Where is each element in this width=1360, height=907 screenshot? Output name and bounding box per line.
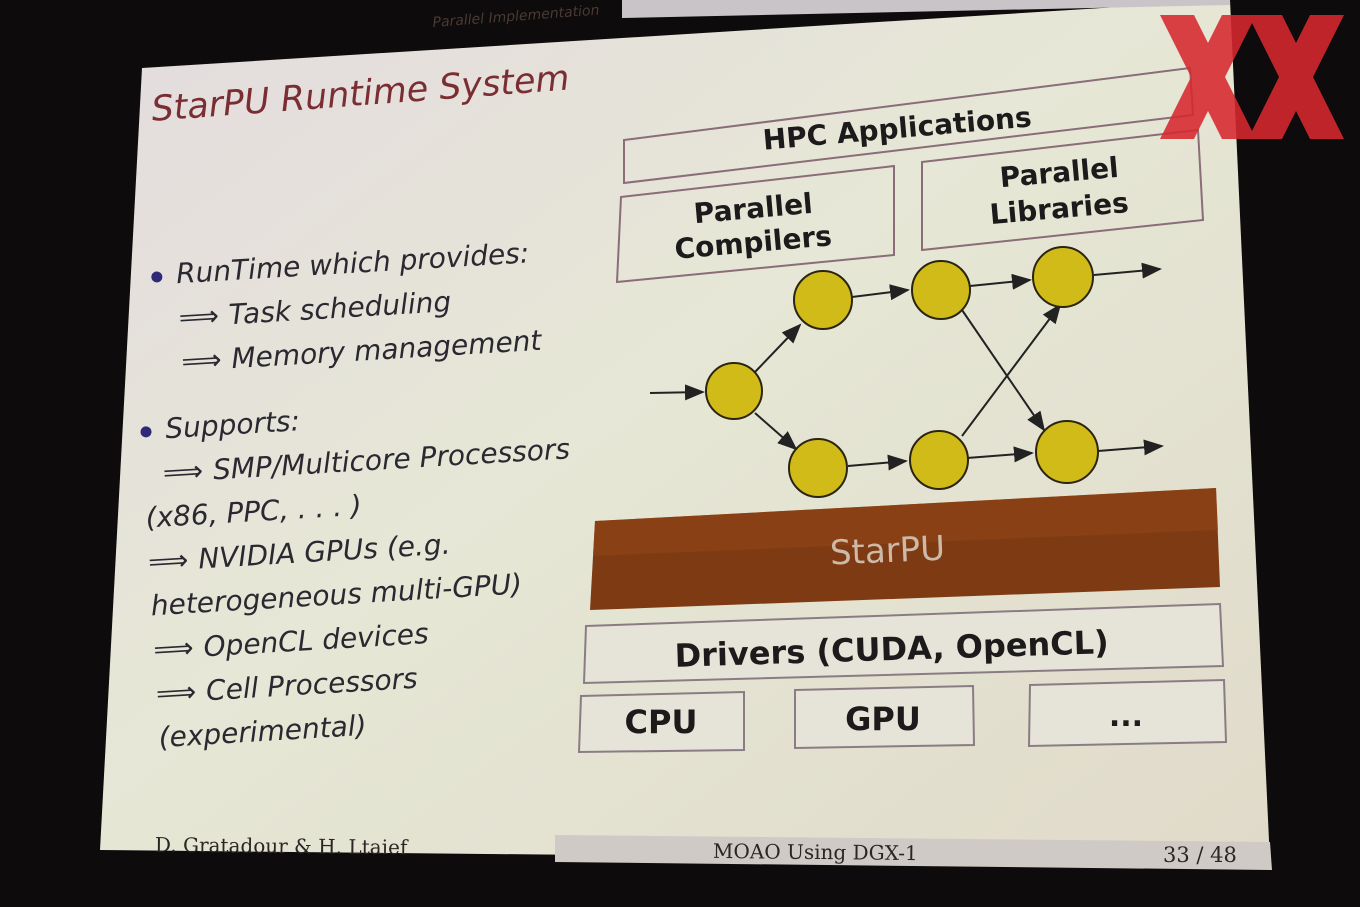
parallel-compilers-box: Parallel Compilers (615, 164, 895, 284)
gpu-box: GPU (794, 684, 976, 750)
other-hardware-box: ... (1027, 678, 1228, 748)
hpc-applications-label: HPC Applications (761, 100, 1032, 156)
task-node (705, 362, 763, 420)
ellipsis-label: ... (1109, 699, 1143, 734)
page-number: 33 / 48 (1163, 843, 1237, 867)
task-node (788, 438, 848, 498)
footer-bar (555, 835, 1272, 870)
task-graph-edges (649, 262, 1164, 471)
xx-logo (1160, 15, 1344, 139)
drivers-box: Drivers (CUDA, OpenCL) (582, 602, 1225, 685)
task-node (911, 260, 971, 320)
task-node (1032, 246, 1094, 308)
footer-talk-title: MOAO Using DGX-1 (712, 838, 918, 866)
starpu-layer: StarPU (590, 488, 1220, 610)
cpu-label: CPU (625, 703, 698, 741)
footer-authors: D. Gratadour & H. Ltaief (154, 832, 408, 860)
parallel-libraries-box: Parallel Libraries (921, 128, 1205, 252)
starpu-label: StarPU (829, 529, 946, 574)
task-graph-nodes (705, 246, 1099, 498)
task-node (1035, 420, 1099, 484)
task-node (909, 430, 969, 490)
gpu-label: GPU (845, 700, 921, 738)
task-node (793, 270, 853, 330)
cpu-box: CPU (577, 690, 745, 754)
